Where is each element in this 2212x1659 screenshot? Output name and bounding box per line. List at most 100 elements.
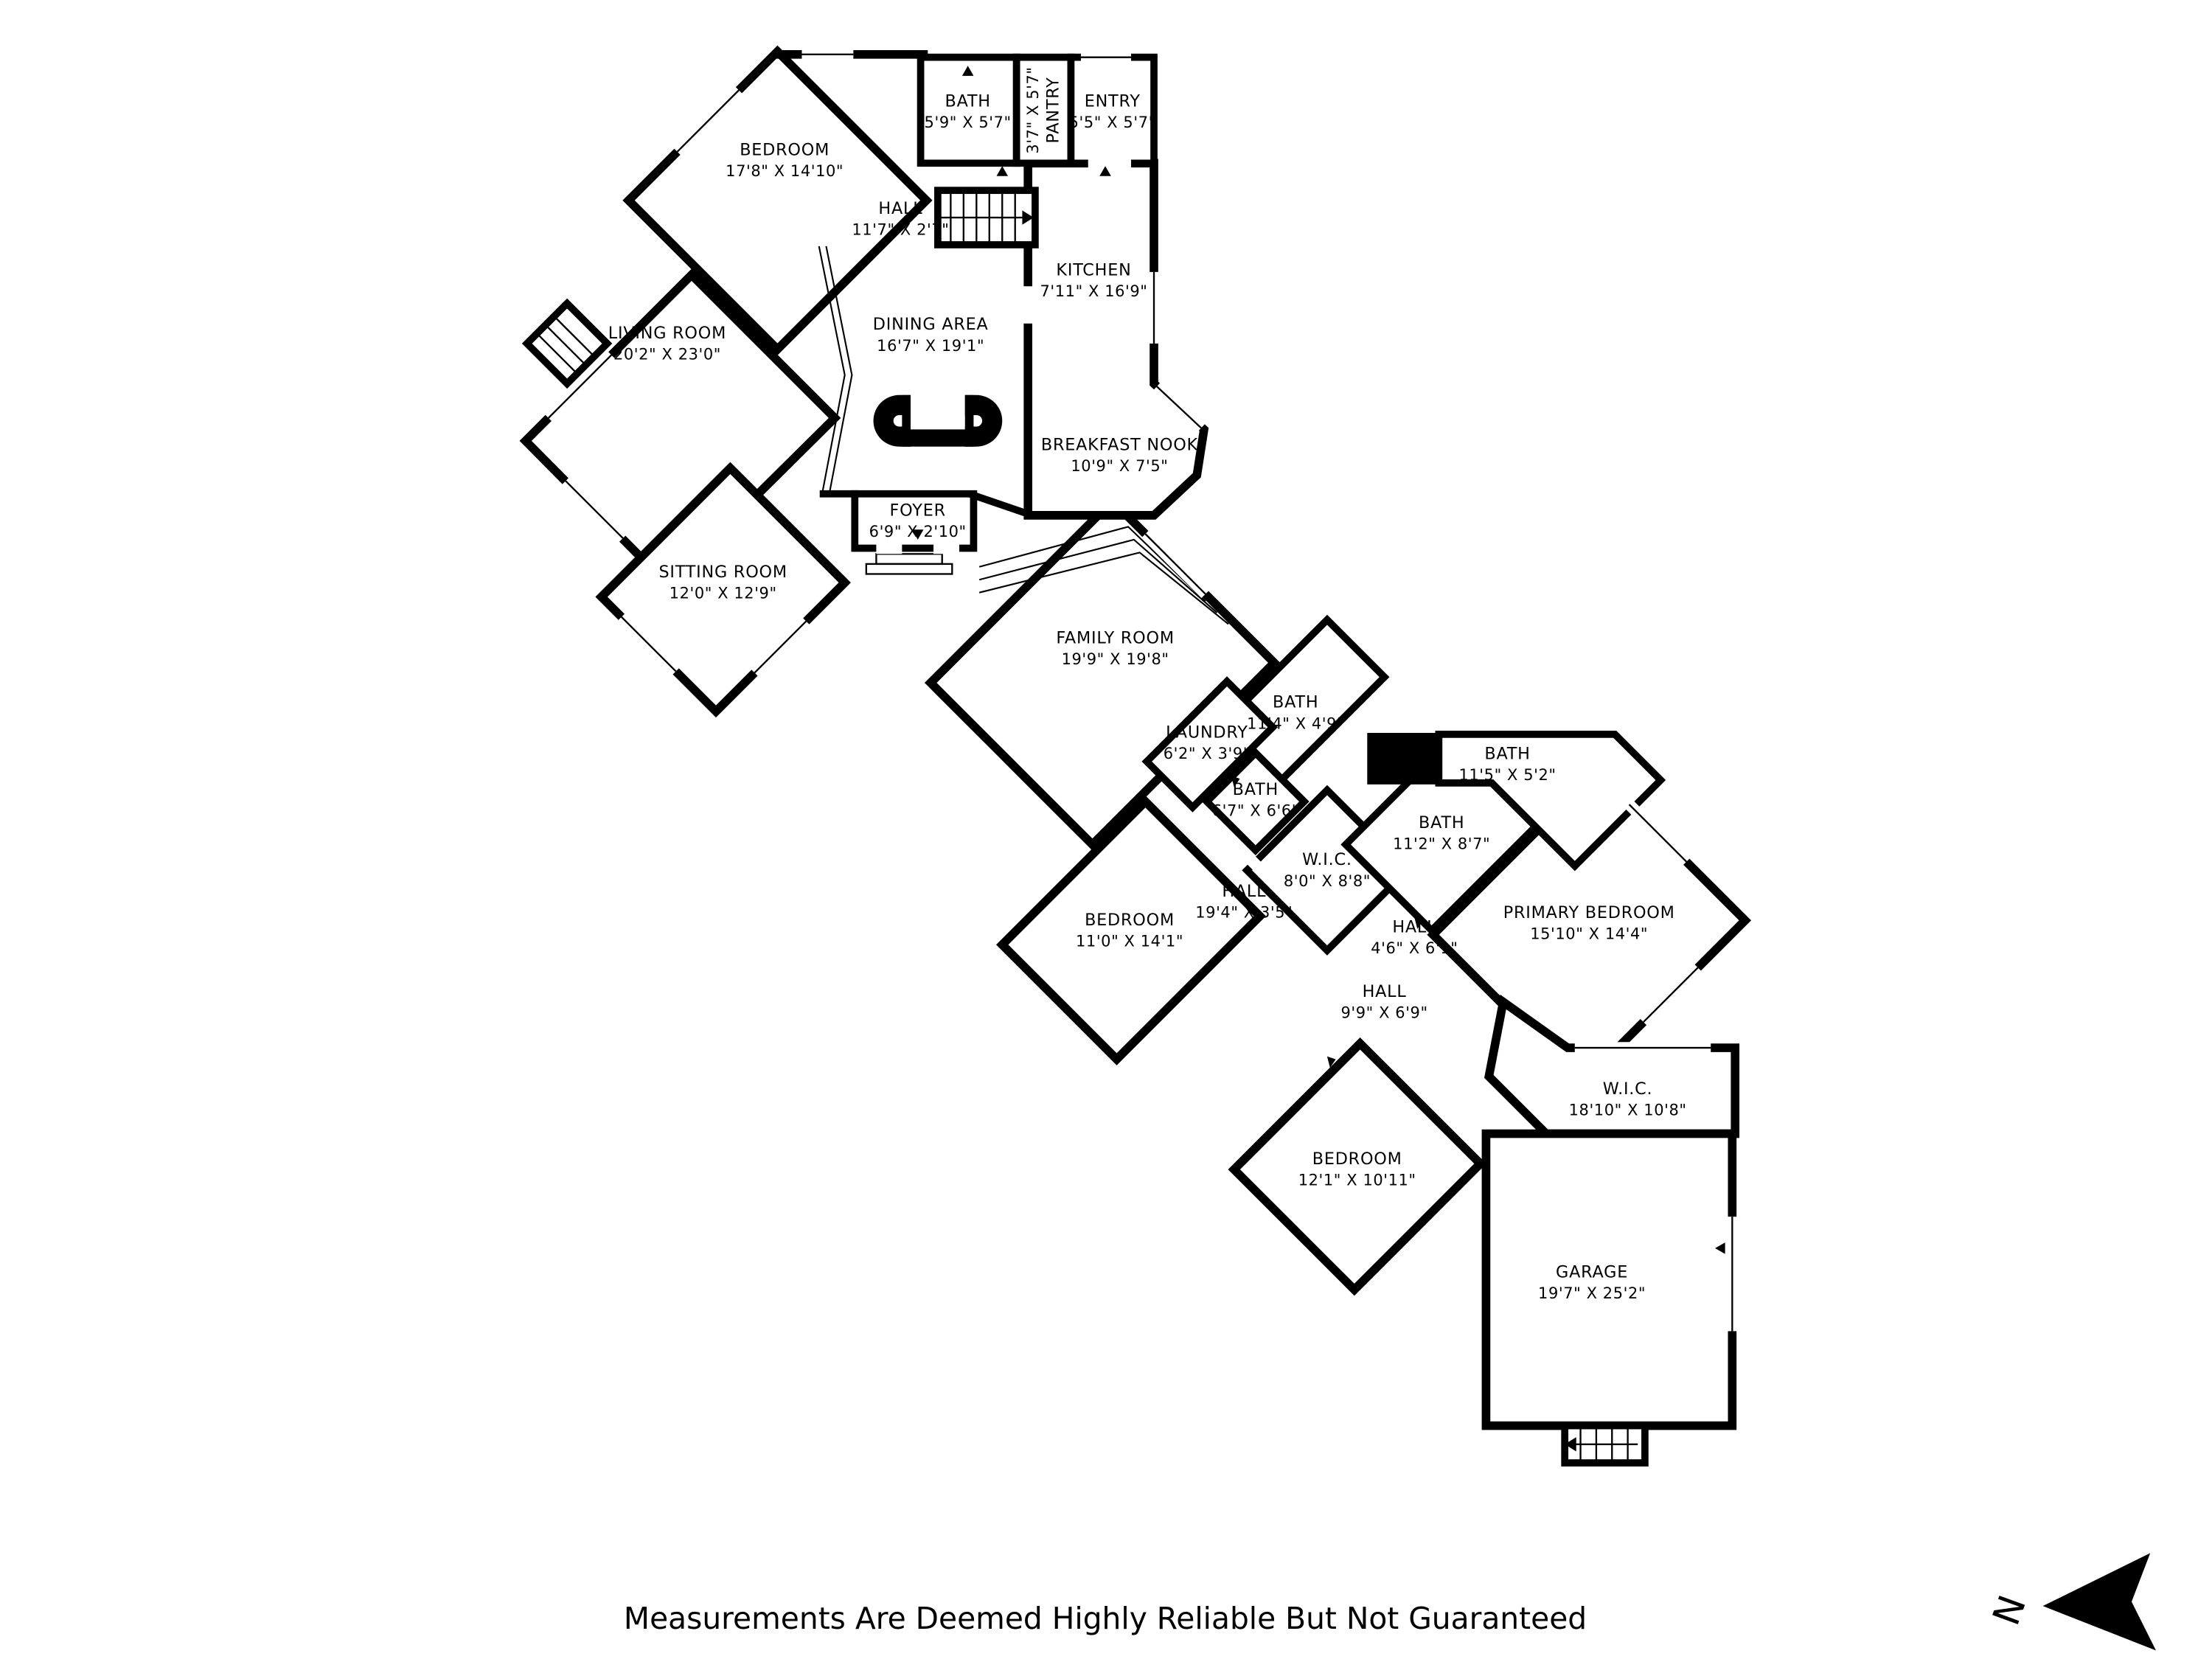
- room-label-wic-lower: W.I.C. 18'10" X 10'8": [1569, 1079, 1687, 1119]
- room-dims-text: 6'7" X 6'6": [1212, 802, 1299, 820]
- room-shape-laundry: [1141, 676, 1279, 813]
- room-label-hall-upper: HALL 11'7" X 2'7": [852, 199, 949, 239]
- room-name-text: PANTRY: [1044, 77, 1063, 143]
- room-dims-text: 11'2" X 8'7": [1393, 835, 1490, 852]
- staircase-upper: [934, 187, 1039, 248]
- room-dims-text: 4'6" X 6'1": [1371, 939, 1458, 957]
- door-arrow-icon: [961, 66, 974, 76]
- room-name-text: BEDROOM: [1312, 1150, 1402, 1169]
- room-name-text: LAUNDRY: [1166, 723, 1248, 742]
- room-name-text: BATH: [945, 91, 990, 111]
- room-dims-text: 16'7" X 19'1": [877, 337, 984, 355]
- window: [544, 350, 616, 422]
- room-dims-text: 18'10" X 10'8": [1569, 1101, 1687, 1119]
- window: [561, 476, 627, 543]
- room-dims-text: 19'7" X 25'2": [1538, 1284, 1646, 1302]
- room-name-text: FOYER: [890, 501, 946, 521]
- window: [617, 613, 681, 675]
- room-label-sitting-room: SITTING ROOM 12'0" X 12'9": [658, 563, 787, 602]
- room-name-text: SITTING ROOM: [658, 563, 787, 582]
- room-dims-text: 15'10" X 14'4": [1530, 925, 1648, 943]
- room-shape-bedroom-mid: [996, 795, 1266, 1065]
- room-label-bedroom-upper: BEDROOM 17'8" X 14'10": [726, 140, 844, 180]
- door-arrow-icon: [1099, 166, 1111, 176]
- door-arrow-icon: [1231, 776, 1240, 787]
- ceiling-break-lines: [818, 246, 853, 495]
- room-dims-text: 19'4" X 3'5": [1195, 904, 1293, 922]
- room-name-text: BEDROOM: [1085, 911, 1175, 930]
- door-arrows: [911, 66, 1725, 1254]
- window: [1152, 382, 1206, 433]
- room-dims-text: 10'9" X 7'5": [1071, 457, 1168, 475]
- room-name-text: HALL: [1222, 882, 1266, 901]
- room-label-primary-bedroom: PRIMARY BEDROOM 15'10" X 14'4": [1503, 903, 1675, 943]
- room-dims-text: 7'11" X 16'9": [1040, 282, 1147, 300]
- window: [673, 86, 743, 156]
- room-name-text: LIVING ROOM: [608, 324, 726, 343]
- room-name-text: BATH: [1273, 693, 1318, 712]
- porch-steps: [865, 553, 953, 575]
- room-shape-garage: [1481, 1129, 1737, 1430]
- room-label-dining-area: DINING AREA 16'7" X 19'1": [873, 315, 989, 355]
- room-name-text: HALL: [878, 199, 922, 218]
- room-label-foyer: FOYER 6'9" X 2'10": [869, 501, 967, 541]
- door-arrow-icon: [996, 166, 1009, 176]
- garage-stairs: [1561, 1422, 1649, 1467]
- room-name-text: BREAKFAST NOOK: [1041, 435, 1199, 454]
- room-label-kitchen: KITCHEN 7'11" X 16'9": [1040, 260, 1147, 300]
- door-gap: [1239, 849, 1271, 880]
- room-dims-text: 17'8" X 14'10": [726, 162, 844, 180]
- disclaimer-text: Measurements Are Deemed Highly Reliable …: [624, 1601, 1587, 1636]
- door-arrow-icon: [1326, 1056, 1336, 1068]
- north-label: N: [1984, 1590, 2034, 1631]
- door-arrow-icon: [1715, 1242, 1725, 1254]
- room-shape-bedroom-lower: [1228, 1037, 1486, 1296]
- fireplace: [521, 298, 613, 389]
- room-name-text: DINING AREA: [873, 315, 989, 334]
- room-name-text: BEDROOM: [740, 140, 830, 159]
- room-label-breakfast-nook: BREAKFAST NOOK 10'9" X 7'5": [1041, 435, 1199, 475]
- door-gap: [1458, 940, 1493, 975]
- room-label-bath-112: BATH 11'2" X 8'7": [1393, 813, 1490, 853]
- window: [1141, 529, 1210, 599]
- room-dims-text: 19'9" X 19'8": [1062, 650, 1169, 668]
- room-label-hall-46: HALL 4'6" X 6'1": [1371, 917, 1458, 957]
- room-name-text: ENTRY: [1085, 91, 1141, 111]
- room-dims-text: 5'9" X 5'7": [925, 114, 1012, 131]
- room-dims-text: 6'2" X 3'9": [1164, 745, 1251, 762]
- window: [750, 617, 810, 677]
- room-name-text: FAMILY ROOM: [1056, 628, 1175, 647]
- window: [1625, 800, 1691, 866]
- interior-steps: [978, 526, 1229, 625]
- room-label-family-room: FAMILY ROOM 19'9" X 19'8": [1056, 628, 1175, 668]
- room-name-text: BATH: [1484, 745, 1530, 764]
- room-shape-kitchen: [1023, 159, 1209, 520]
- room-dims-text: 6'9" X 2'10": [869, 523, 967, 540]
- room-name-text: HALL: [1392, 917, 1436, 936]
- room-dims-text: 9'9" X 6'9": [1340, 1004, 1427, 1021]
- room-name-text: W.I.C.: [1603, 1079, 1653, 1099]
- room-dims-text: 12'0" X 12'9": [669, 585, 777, 602]
- room-name-text: HALL: [1363, 982, 1407, 1001]
- room-dims-text: 20'2" X 23'0": [613, 345, 721, 363]
- room-name-text: PRIMARY BEDROOM: [1503, 903, 1675, 922]
- room-dims-text: 11'7" X 2'7": [852, 221, 949, 239]
- room-dims-text: 3'7" X 5'7": [1024, 66, 1042, 153]
- chimney-mass: [1367, 732, 1439, 785]
- room-label-laundry: LAUNDRY 6'2" X 3'9": [1164, 723, 1251, 762]
- room-name-text: KITCHEN: [1056, 260, 1131, 279]
- window: [1639, 963, 1703, 1026]
- room-shape-foyer: [851, 490, 978, 552]
- room-name-text: BATH: [1419, 813, 1464, 832]
- room-label-hall-194: HALL 19'4" X 3'5": [1195, 882, 1293, 922]
